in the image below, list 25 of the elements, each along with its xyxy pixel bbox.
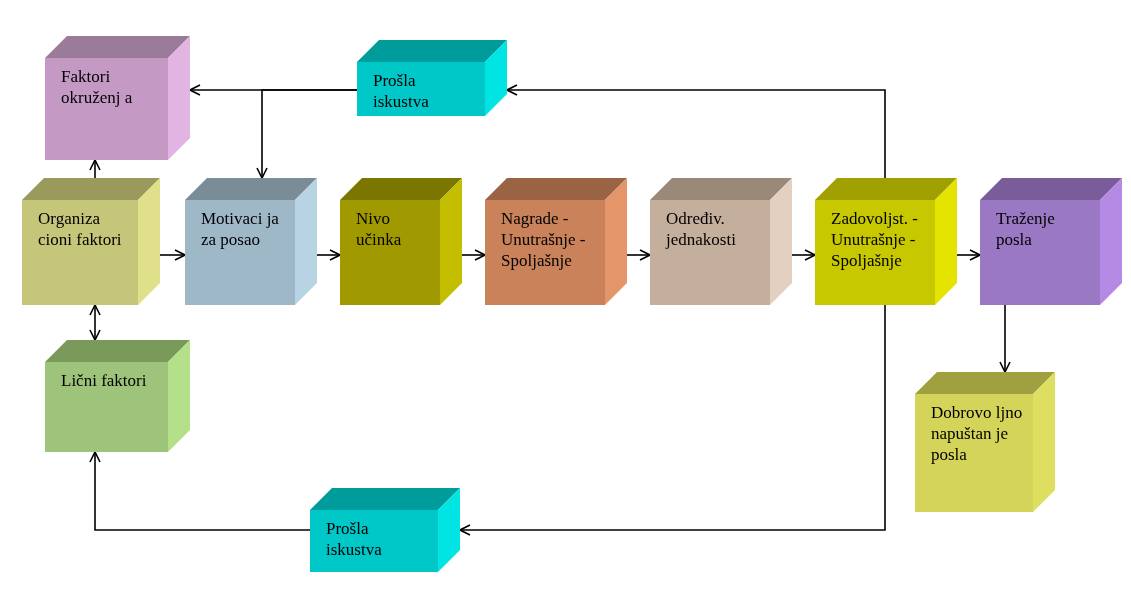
double-arrow — [89, 304, 101, 341]
arrow — [89, 451, 311, 531]
arrow — [316, 249, 341, 261]
arrow — [461, 249, 486, 261]
node-label: Određiv. jednakosti — [666, 208, 737, 250]
node-label: Traženje posla — [996, 208, 1056, 250]
node-label: Nagrade -Unutrašnje -Spoljašnje — [501, 208, 587, 271]
node-label: Zadovoljst. -Unutrašnje -Spoljašnje — [831, 208, 919, 271]
arrow — [956, 249, 981, 261]
node-label: Dobrovo ljno napuštan je posla — [931, 402, 1023, 465]
arrow — [459, 304, 886, 536]
arrow — [999, 304, 1011, 373]
node-label: Faktori okruženj a — [61, 66, 134, 108]
arrow — [626, 249, 651, 261]
arrow — [256, 89, 358, 179]
arrow — [159, 249, 186, 261]
arrow — [506, 84, 886, 179]
arrow — [89, 159, 101, 179]
node-label: Prošla iskustva — [326, 518, 383, 560]
node-label: Lični faktori — [61, 370, 148, 391]
arrow — [791, 249, 816, 261]
node-label: Motivaci ja za posao — [201, 208, 280, 250]
node-label: Nivo učinka — [356, 208, 403, 250]
node-label: Prošla iskustva — [373, 70, 430, 112]
node-label: Organiza cioni faktori — [38, 208, 123, 250]
